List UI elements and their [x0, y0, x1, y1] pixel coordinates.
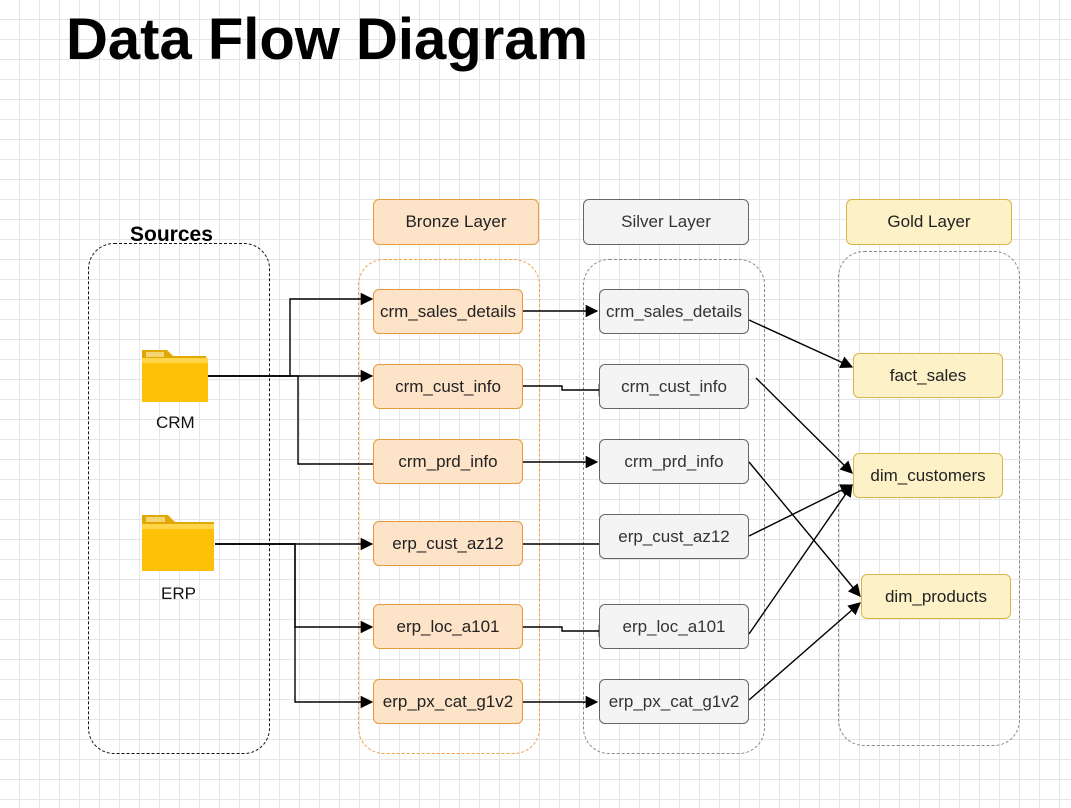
silver-table: crm_cust_info — [599, 364, 749, 409]
silver-table: erp_loc_a101 — [599, 604, 749, 649]
gold-table: dim_customers — [853, 453, 1003, 498]
bronze-table: erp_px_cat_g1v2 — [373, 679, 523, 724]
page-title: Data Flow Diagram — [66, 7, 589, 72]
sources-group — [88, 243, 270, 754]
bronze-layer-group — [358, 259, 540, 754]
source-label-crm: CRM — [156, 413, 195, 432]
gold-table: fact_sales — [853, 353, 1003, 398]
silver-layer-header: Silver Layer — [583, 199, 749, 245]
bronze-table: crm_cust_info — [373, 364, 523, 409]
silver-table: crm_sales_details — [599, 289, 749, 334]
silver-table: erp_cust_az12 — [599, 514, 749, 559]
gold-layer-header: Gold Layer — [846, 199, 1012, 245]
source-label-erp: ERP — [161, 584, 196, 603]
gold-table: dim_products — [861, 574, 1011, 619]
bronze-table: erp_loc_a101 — [373, 604, 523, 649]
silver-table: erp_px_cat_g1v2 — [599, 679, 749, 724]
folder-icon — [142, 350, 208, 402]
bronze-table: crm_prd_info — [373, 439, 523, 484]
folder-icon — [142, 515, 214, 571]
silver-table: crm_prd_info — [599, 439, 749, 484]
bronze-layer-header: Bronze Layer — [373, 199, 539, 245]
bronze-table: erp_cust_az12 — [373, 521, 523, 566]
sources-title: Sources — [130, 223, 213, 246]
bronze-table: crm_sales_details — [373, 289, 523, 334]
gold-layer-group — [838, 251, 1020, 746]
